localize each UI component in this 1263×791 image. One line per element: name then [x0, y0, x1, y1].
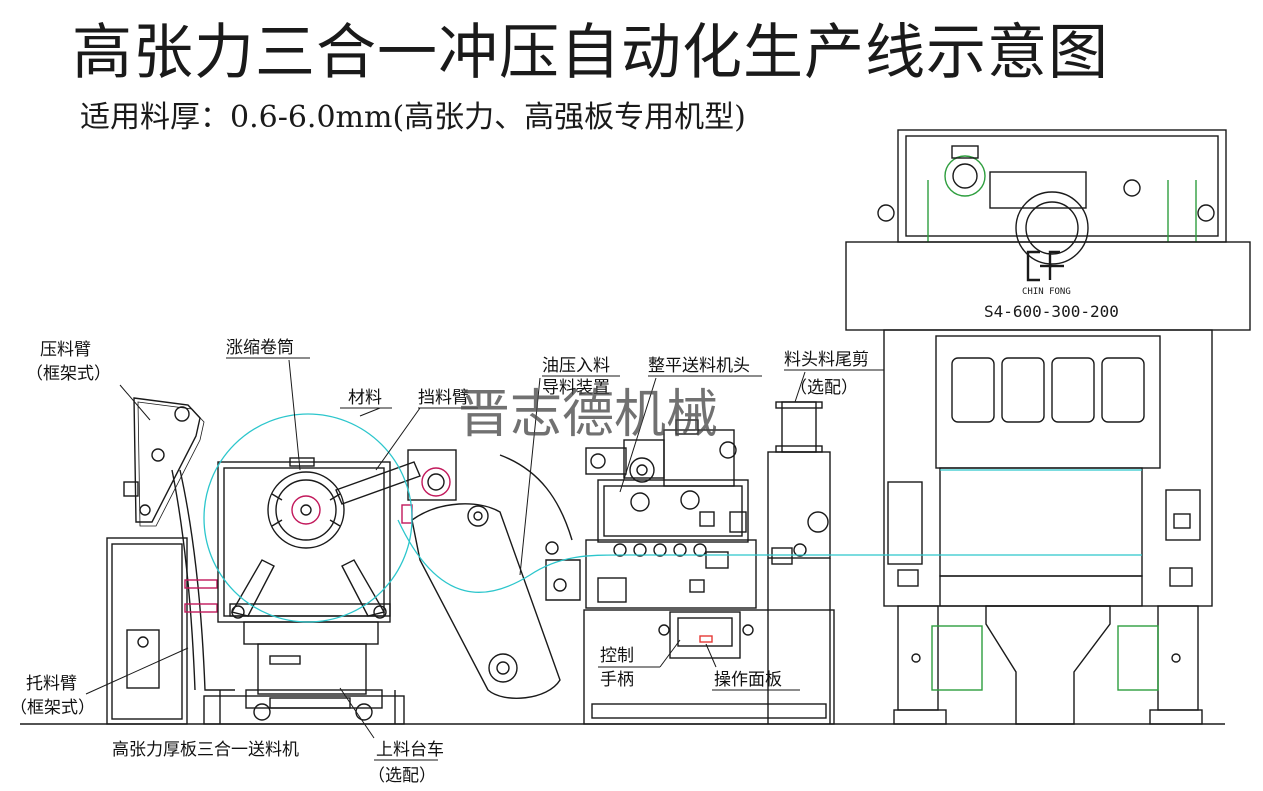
- label-press-arm: 压料臂: [40, 340, 91, 360]
- press-machine: [845, 129, 1251, 725]
- label-loading-cart-optional: （选配）: [368, 766, 436, 786]
- leader-reel: [288, 359, 301, 471]
- label-handle: 手柄: [600, 670, 634, 690]
- label-tail-shear: 料头料尾剪: [784, 350, 869, 370]
- label-press-arm-type: （框架式）: [26, 364, 111, 384]
- page-subtitle: 适用料厚：0.6-6.0mm(高张力、高强板专用机型): [80, 100, 746, 135]
- leader-control: [659, 639, 681, 668]
- label-expanding-reel: 涨缩卷筒: [226, 338, 294, 358]
- leader-cart: [339, 687, 375, 739]
- leader-feeder: [619, 377, 657, 493]
- leader-support-arm: [85, 647, 189, 695]
- material-strip: [397, 519, 1142, 594]
- leader-guide: [519, 377, 541, 576]
- page-title: 高张力三合一冲压自动化生产线示意图: [72, 18, 1109, 88]
- press-brand: CHIN FONG: [1022, 287, 1071, 297]
- label-material: 材料: [348, 388, 382, 408]
- label-loading-cart: 上料台车: [376, 740, 444, 760]
- label-machine-name: 高张力厚板三合一送料机: [112, 740, 299, 760]
- press-logo: [1026, 250, 1064, 282]
- label-stopper-arm: 挡料臂: [418, 388, 469, 408]
- expanding-reel-drum: [267, 471, 345, 549]
- label-leveler-feeder-head: 整平送料机头: [648, 356, 750, 376]
- label-guide-device: 导料装置: [542, 378, 610, 398]
- stopper-arm: [335, 449, 457, 524]
- leader-shear: [794, 371, 806, 403]
- leader-material: [359, 407, 381, 417]
- label-oil-press-feed: 油压入料: [542, 356, 610, 376]
- reel-body: [217, 457, 391, 645]
- label-control: 控制: [600, 646, 634, 666]
- guide-arm: [411, 454, 581, 699]
- label-operation-panel: 操作面板: [714, 670, 782, 690]
- label-support-arm: 托料臂: [26, 674, 77, 694]
- leveler-feeder: [583, 419, 835, 725]
- label-support-arm-type: （框架式）: [10, 698, 95, 718]
- leader-panel: [705, 643, 717, 668]
- label-tail-shear-optional: （选配）: [790, 378, 858, 398]
- leader-stopper: [375, 407, 421, 471]
- tail-shear: [767, 401, 831, 724]
- press-model: S4-600-300-200: [984, 302, 1119, 321]
- press-arm: [123, 397, 205, 527]
- watermark: 晋志德机械: [458, 385, 719, 445]
- left-frame: [106, 469, 235, 725]
- loading-cart: [203, 643, 405, 725]
- leader-press-arm: [119, 384, 151, 421]
- material-coil: [203, 413, 413, 623]
